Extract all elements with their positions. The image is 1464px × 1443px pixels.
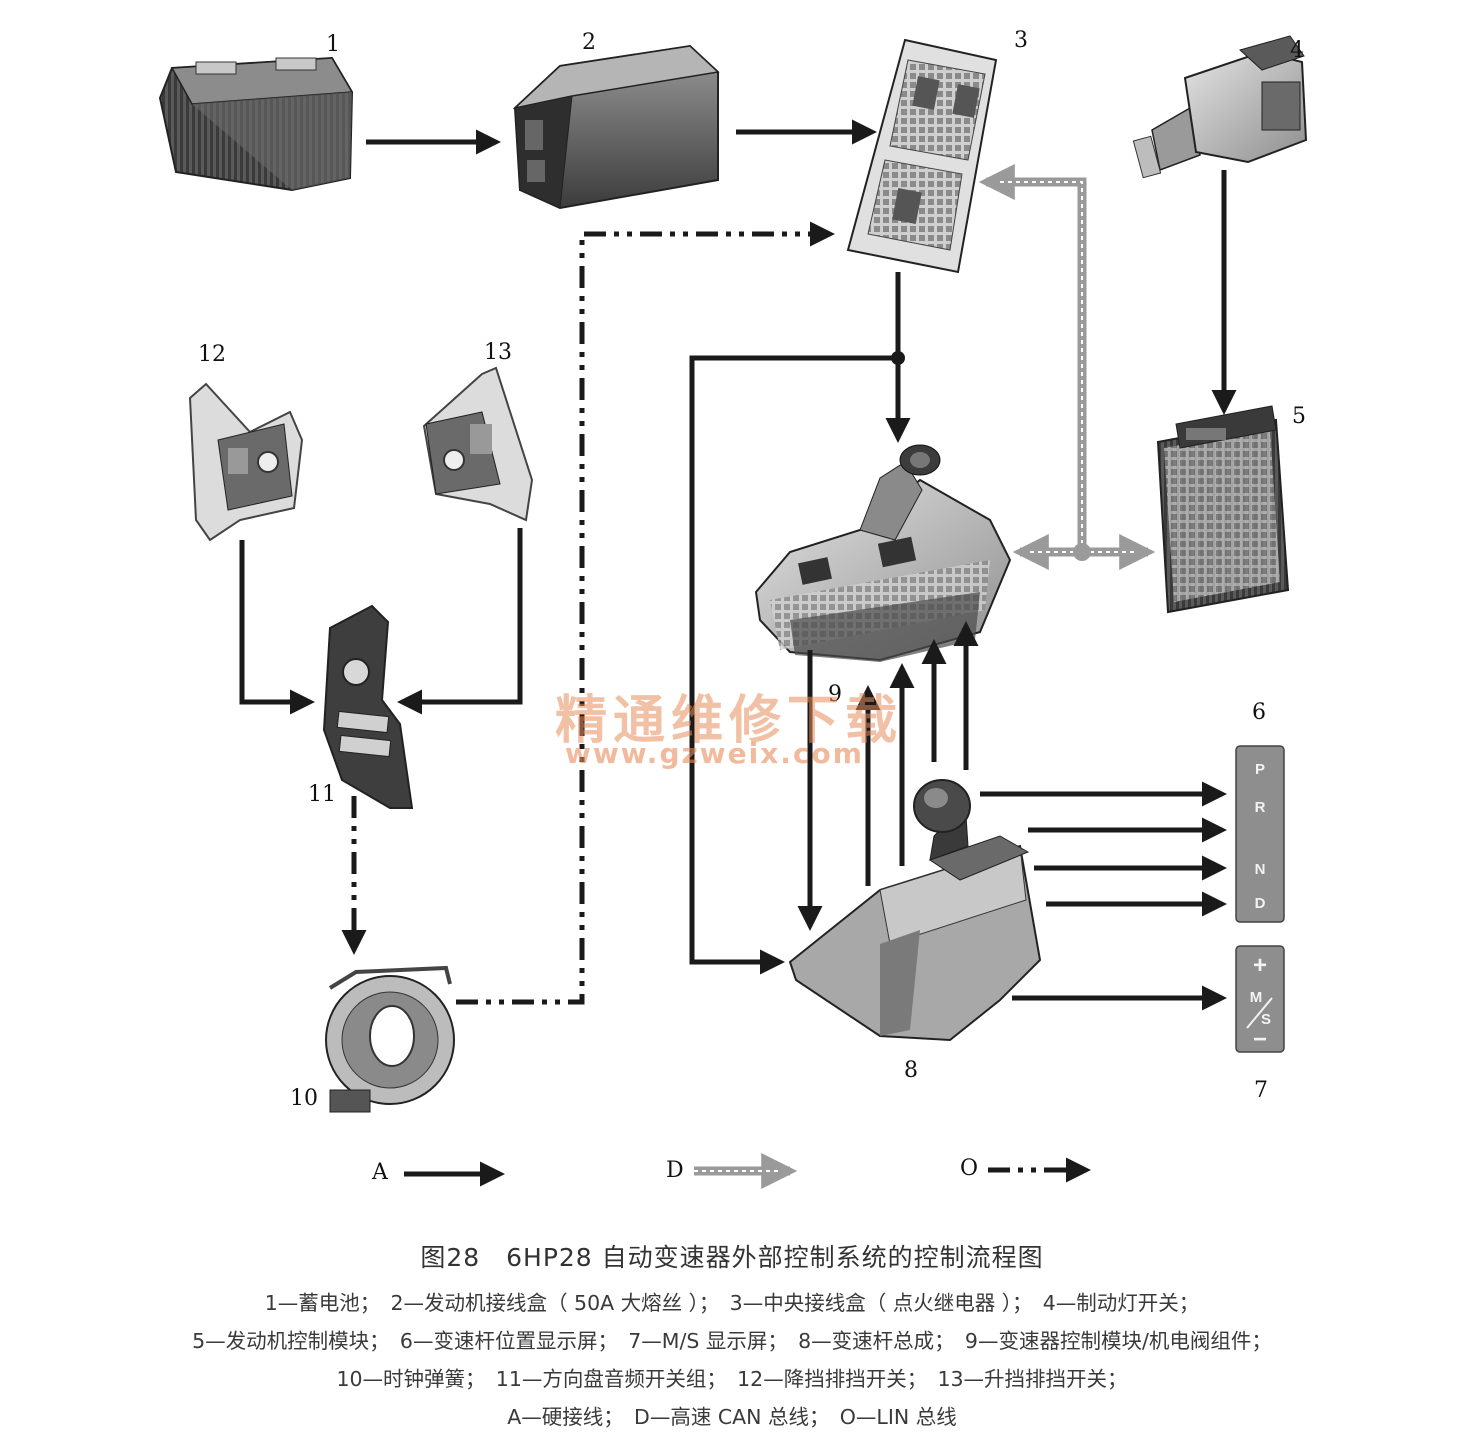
label-engine-junction-box: 2 — [582, 30, 596, 55]
downshift-paddle — [188, 382, 304, 542]
caption-title: 图28 6HP28 自动变速器外部控制系统的控制流程图 — [420, 1243, 1044, 1272]
watermark-site-name: 精通维修下载 — [555, 690, 904, 751]
caption-line-4: A—硬接线； D—高速 CAN 总线； O—LIN 总线 — [507, 1405, 957, 1429]
battery — [158, 56, 354, 192]
brake-light-switch — [1132, 35, 1308, 179]
legend-label-lin-bus: O — [960, 1156, 979, 1181]
label-brake-light-switch: 4 — [1290, 38, 1304, 63]
caption-line-1: 1—蓄电池； 2—发动机接线盒（ 50A 大熔丝 ）； 3—中央接线盒（ 点火继… — [264, 1291, 1200, 1315]
clock-spring — [325, 965, 455, 1113]
label-transmission-module: 9 — [828, 682, 842, 707]
display-ms-minus: − — [1252, 1026, 1267, 1053]
engine-junction-box — [512, 44, 720, 210]
caption-line-2: 5—发动机控制模块； 6—变速杆位置显示屏； 7—M/S 显示屏； 8—变速杆总… — [192, 1329, 1272, 1353]
gear-position-display — [1235, 745, 1285, 923]
legend-label-can-bus: D — [666, 1158, 684, 1183]
figure-caption: 图28 6HP28 自动变速器外部控制系统的控制流程图 1—蓄电池； 2—发动机… — [0, 1238, 1464, 1436]
upshift-paddle — [422, 366, 534, 522]
gear-lever-assembly — [788, 779, 1042, 1042]
engine-control-module — [1156, 405, 1290, 614]
watermark-site-url: www.gzweix.com — [565, 737, 864, 770]
caption-line-3: 10—时钟弹簧； 11—方向盘音频开关组； 12—降挡排挡开关； 13—升挡排挡… — [336, 1367, 1128, 1391]
wire-upshift-to-switch-group — [397, 528, 523, 715]
hard-wire-connections — [239, 119, 1237, 1011]
display-ms-m: M — [1249, 989, 1263, 1006]
display-gear-p: P — [1254, 761, 1265, 778]
display-gear-d: D — [1254, 895, 1266, 912]
steering-switch-group — [322, 604, 414, 809]
can-bus-hatching — [1000, 181, 1138, 553]
can-bus-junction-dot — [1073, 543, 1091, 561]
legend-label-hard-wire: A — [372, 1160, 388, 1185]
label-battery: 1 — [326, 32, 340, 57]
can-bus-connections — [978, 164, 1156, 570]
transmission-control-module — [754, 444, 1012, 662]
ms-display — [1235, 945, 1285, 1053]
central-junction-box — [846, 38, 998, 274]
display-gear-r: R — [1254, 799, 1266, 816]
label-gear-position-display: 6 — [1252, 700, 1266, 725]
display-ms-s: S — [1260, 1011, 1271, 1028]
label-downshift-paddle: 12 — [198, 342, 226, 367]
label-ms-display: 7 — [1254, 1078, 1268, 1103]
wire-downshift-to-switch-group — [239, 540, 315, 715]
label-central-junction-box: 3 — [1014, 28, 1028, 53]
lin-bus-connections — [341, 221, 835, 1005]
label-steering-switch-group: 11 — [308, 782, 336, 807]
wire-junction-to-gear-lever — [689, 355, 898, 975]
label-clock-spring: 10 — [290, 1086, 318, 1111]
display-gear-n: N — [1254, 861, 1266, 878]
display-ms-plus: + — [1252, 952, 1267, 979]
label-engine-control-module: 5 — [1292, 404, 1306, 429]
legend — [404, 1153, 1091, 1189]
control-flow-diagram — [158, 35, 1308, 1189]
label-gear-lever-assembly: 8 — [904, 1058, 918, 1083]
wire-junction-dot — [891, 351, 905, 365]
label-upshift-paddle: 13 — [484, 340, 512, 365]
